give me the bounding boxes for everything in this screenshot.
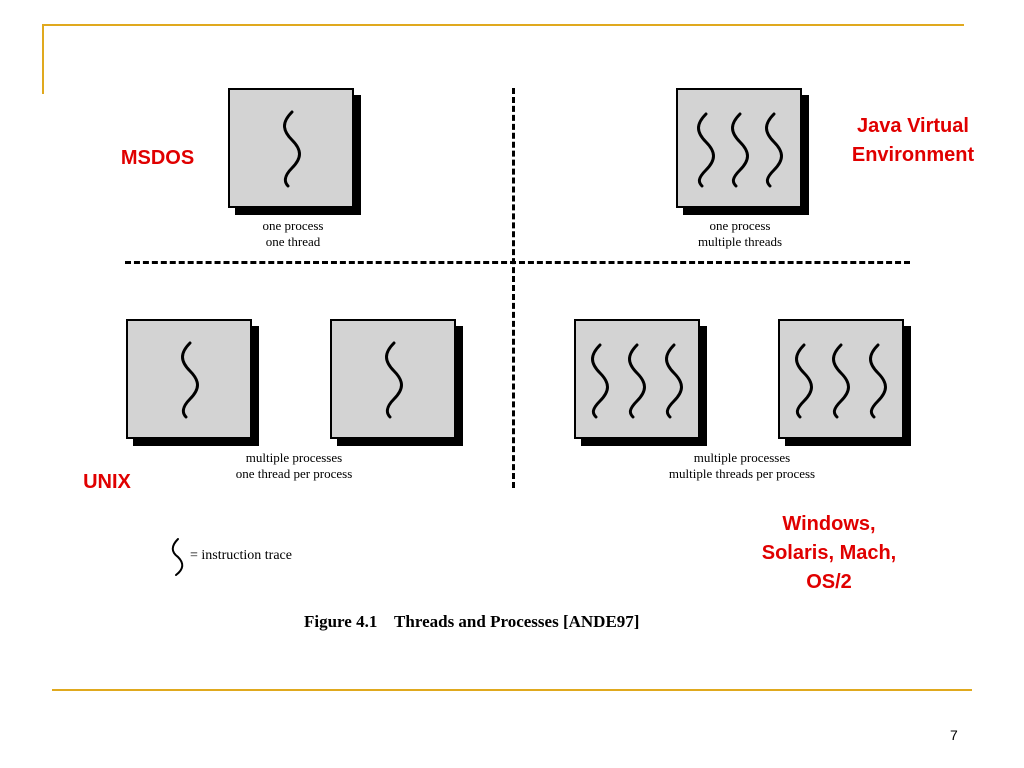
thread-trace-icon (181, 341, 199, 419)
label-unix: UNIX (83, 471, 131, 493)
caption-top-right: one process multiple threads (697, 218, 783, 249)
page-number: 7 (950, 727, 958, 743)
wavy-line-icon (171, 538, 184, 576)
label-msdos: MSDOS (120, 147, 195, 169)
legend-label: = instruction trace (190, 548, 292, 563)
label-java-virtual-environment: Java Virtual Environment (851, 115, 975, 166)
vertical-dashed-divider (512, 88, 515, 488)
process-box-single-thread (228, 88, 354, 208)
caption-bottom-right: multiple processes multiple threads per … (668, 450, 816, 481)
top-border-line (42, 24, 964, 26)
process-box-multi-thread (676, 88, 802, 208)
caption-top-left: one process one thread (262, 218, 324, 249)
thread-traces-icon (697, 112, 783, 188)
process-box-unix-1 (126, 319, 252, 439)
process-box-unix-2 (330, 319, 456, 439)
process-box-multi-2 (778, 319, 904, 439)
bottom-divider-line (52, 689, 972, 691)
thread-trace-icon (385, 341, 403, 419)
figure-caption: Figure 4.1 Threads and Processes [ANDE97… (304, 612, 640, 631)
thread-traces-icon (591, 343, 683, 419)
horizontal-dashed-divider (125, 261, 910, 264)
caption-bottom-left: multiple processes one thread per proces… (235, 450, 353, 481)
thread-trace-icon (283, 110, 301, 188)
process-box-multi-1 (574, 319, 700, 439)
label-windows-solaris-mach-os2: Windows, Solaris, Mach, OS/2 (761, 513, 897, 593)
thread-traces-icon (795, 343, 887, 419)
left-border-line (42, 24, 44, 94)
